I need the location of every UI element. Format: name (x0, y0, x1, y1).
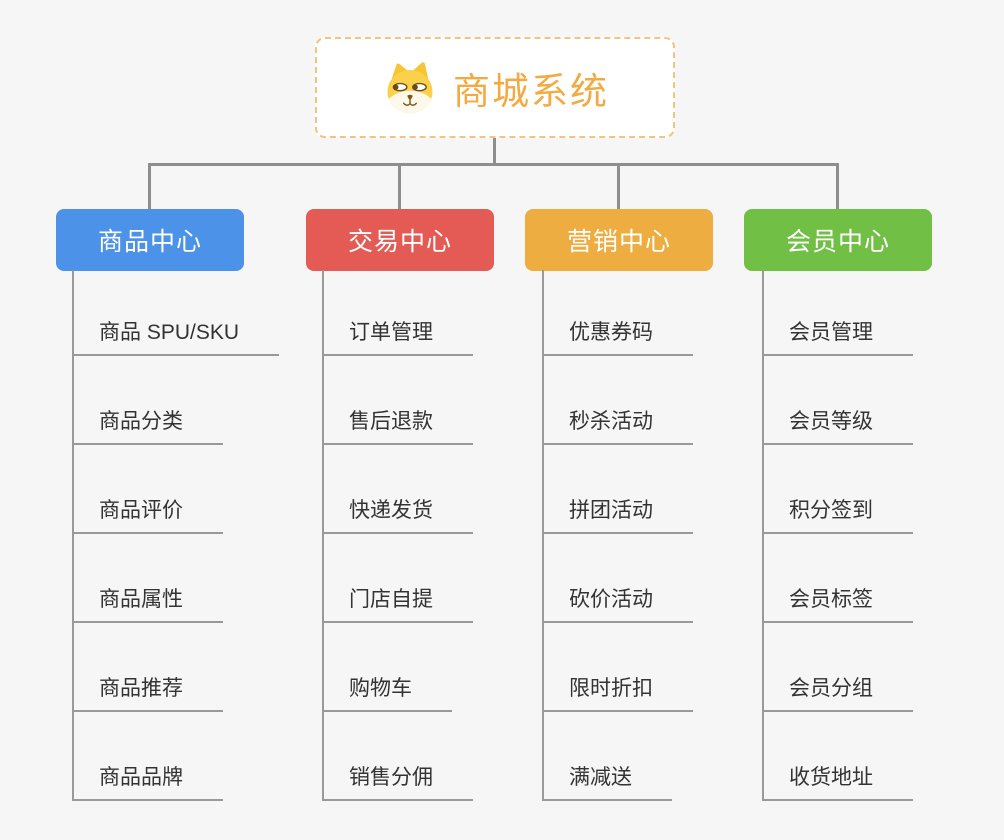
leaf-node[interactable]: 商品推荐 (72, 672, 223, 712)
leaf-node[interactable]: 积分签到 (762, 494, 913, 534)
connector-drop-trade (398, 163, 401, 211)
leaf-node[interactable]: 砍价活动 (542, 583, 693, 623)
leaf-node[interactable]: 会员管理 (762, 316, 913, 356)
branch-node-marketing[interactable]: 营销中心 (525, 209, 713, 271)
leaf-node[interactable]: 会员等级 (762, 405, 913, 445)
branch-node-product[interactable]: 商品中心 (56, 209, 244, 271)
leaf-node[interactable]: 销售分佣 (322, 761, 473, 801)
leaf-node[interactable]: 售后退款 (322, 405, 473, 445)
connector-bus (149, 163, 839, 166)
leaf-node[interactable]: 快递发货 (322, 494, 473, 534)
leaf-node[interactable]: 优惠券码 (542, 316, 693, 356)
connector-drop-marketing (617, 163, 620, 211)
dog-face-icon (381, 61, 439, 115)
leaf-node[interactable]: 会员分组 (762, 672, 913, 712)
leaf-node[interactable]: 满减送 (542, 761, 672, 801)
leaf-node[interactable]: 商品属性 (72, 583, 223, 623)
trunk-line-trade (322, 270, 324, 801)
leaf-node[interactable]: 秒杀活动 (542, 405, 693, 445)
connector-root-stem (493, 138, 496, 166)
root-node[interactable]: 商城系统 (315, 37, 675, 138)
trunk-line-member (762, 270, 764, 801)
branch-node-trade[interactable]: 交易中心 (306, 209, 494, 271)
connector-drop-product (148, 163, 151, 211)
leaf-node[interactable]: 商品评价 (72, 494, 223, 534)
branch-node-member[interactable]: 会员中心 (744, 209, 932, 271)
leaf-node[interactable]: 商品 SPU/SKU (72, 316, 280, 356)
leaf-node[interactable]: 商品分类 (72, 405, 223, 445)
leaf-node[interactable]: 订单管理 (322, 316, 473, 356)
leaf-node[interactable]: 商品品牌 (72, 761, 223, 801)
leaf-node[interactable]: 收货地址 (762, 761, 913, 801)
leaf-node[interactable]: 门店自提 (322, 583, 473, 623)
leaf-node[interactable]: 会员标签 (762, 583, 913, 623)
leaf-node[interactable]: 购物车 (322, 672, 452, 712)
root-title: 商城系统 (453, 70, 609, 112)
trunk-line-marketing (542, 270, 544, 801)
leaf-node[interactable]: 拼团活动 (542, 494, 693, 534)
trunk-line-product (72, 270, 74, 801)
leaf-node[interactable]: 限时折扣 (542, 672, 693, 712)
connector-drop-member (836, 163, 839, 211)
